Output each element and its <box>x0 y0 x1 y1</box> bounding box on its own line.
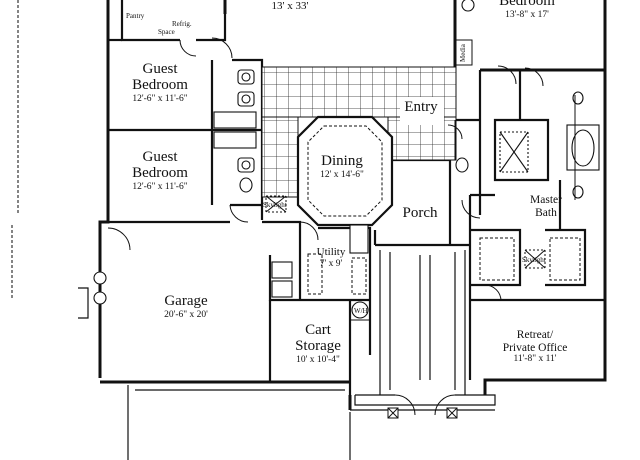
misc-lines <box>349 39 576 321</box>
cart-storage-dims: 10' x 10'-4" <box>296 354 340 365</box>
dining-dims: 12' x 14'-6" <box>320 169 364 180</box>
utility-dims: 7' x 9' <box>319 258 343 269</box>
dining-octagon <box>296 115 394 227</box>
top-room-dims-text: 13' x 33' <box>271 0 309 12</box>
pantry-label: Pantry <box>126 12 145 20</box>
top-room-dims: 13' x 33' <box>272 0 309 13</box>
utility-name: Utility <box>316 246 346 258</box>
guest-bedroom-2-name-line1: Guest <box>142 149 178 165</box>
master-bath-name-line1: Master <box>530 194 562 206</box>
entry-tile-floor <box>261 66 457 198</box>
master-bath-label: Master Bath <box>530 193 562 219</box>
porch-name: Porch <box>402 205 438 221</box>
top-bedroom-label: Bedroom 13'-8" x 17' <box>499 0 555 21</box>
cart-storage-label: Cart Storage 10' x 10'-4" <box>295 322 341 365</box>
door-swings <box>107 37 544 416</box>
entry-name: Entry <box>404 99 438 115</box>
guest-bedroom-1-name-line1: Guest <box>142 61 178 77</box>
bathroom-fixtures <box>93 0 600 319</box>
garage-driveway <box>78 287 351 460</box>
garage-dims: 20'-6" x 20' <box>164 309 208 320</box>
skylights <box>265 195 546 269</box>
refrig-label-line2: Space <box>158 28 175 36</box>
porch-walkway <box>350 250 496 411</box>
porch-columns <box>387 407 458 419</box>
top-bedroom-dims: 13'-8" x 17' <box>505 9 549 20</box>
left-dashed-boundary <box>11 0 19 300</box>
interior-walls <box>108 0 605 395</box>
cart-storage-name-line1: Cart <box>305 322 331 338</box>
retreat-name-line1: Retreat/ <box>516 329 554 341</box>
garage-name: Garage <box>164 293 208 309</box>
guest-bedroom-1-dims: 12'-6" x 11'-6" <box>132 93 188 104</box>
guest-bedroom-1-name-line2: Bedroom <box>132 76 188 93</box>
refrig-label-line1: Refrig. <box>172 20 192 28</box>
guest-bedroom-2-dims: 12'-6" x 11'-6" <box>132 181 188 192</box>
dining-label: Dining 12' x 14'-6" <box>320 153 364 181</box>
retreat-dims: 11'-8" x 11' <box>513 354 557 365</box>
closet-shelves <box>307 237 581 295</box>
entry-label: Entry <box>404 99 438 116</box>
guest-bedroom-1-label: Guest Bedroom 12'-6" x 11'-6" <box>132 61 188 104</box>
guest-bedroom-2-name-line2: Bedroom <box>132 164 188 181</box>
master-bath-name-line2: Bath <box>535 207 557 220</box>
skylight-left-label: Skylight <box>263 201 287 209</box>
porch-label: Porch <box>402 205 438 222</box>
garage-label: Garage 20'-6" x 20' <box>164 293 208 321</box>
retreat-label: Retreat/ Private Office 11'-8" x 11' <box>503 328 568 365</box>
skylight-right-label: Skylight <box>522 256 546 264</box>
top-bedroom-name: Bedroom <box>499 0 555 9</box>
retreat-name-line2: Private Office <box>502 342 568 355</box>
guest-bedroom-2-label: Guest Bedroom 12'-6" x 11'-6" <box>132 149 188 192</box>
utility-label: Utility 7' x 9' <box>317 246 346 270</box>
dining-name: Dining <box>321 153 363 169</box>
cart-storage-name-line2: Storage <box>295 337 341 354</box>
water-heater-label: W/H <box>354 307 368 315</box>
media-label: Media <box>459 44 467 62</box>
